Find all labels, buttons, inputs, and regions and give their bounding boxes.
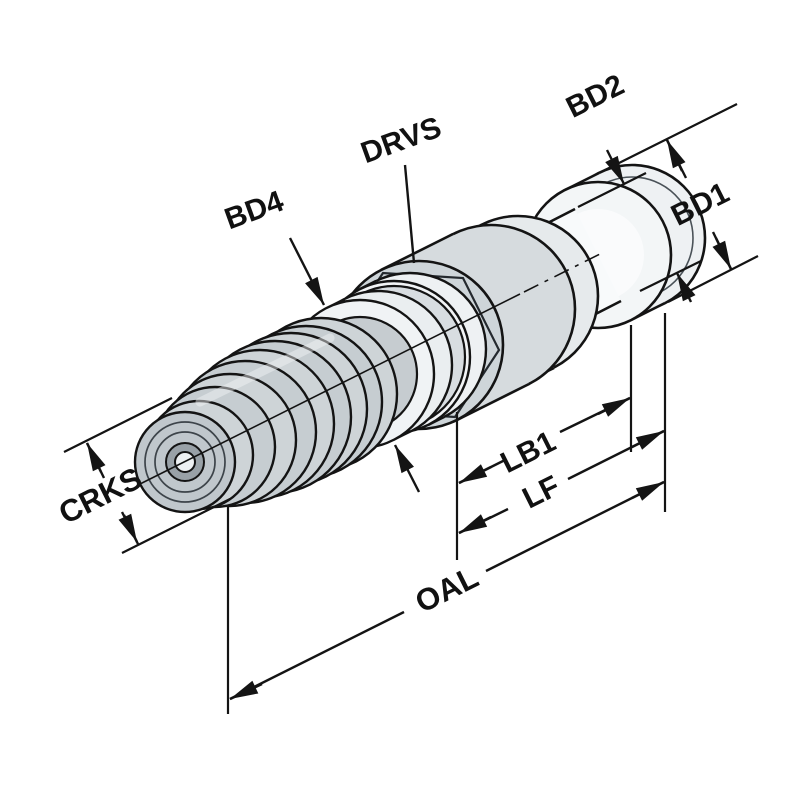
bd4-arrow-top bbox=[288, 237, 326, 306]
crks-extension-bottom bbox=[121, 498, 231, 554]
centerline bbox=[139, 253, 601, 485]
drvs-leader bbox=[403, 164, 416, 264]
bd1-extension-top bbox=[604, 103, 738, 171]
bd4-arrow-bottom bbox=[393, 444, 421, 493]
dim-oal: OAL bbox=[226, 480, 665, 714]
bd1-extension-bottom bbox=[667, 255, 759, 303]
bd2-arrow-bottom bbox=[675, 272, 696, 303]
dim-label-lf: LF bbox=[517, 470, 565, 516]
pull-stud-part bbox=[133, 163, 707, 514]
thread-highlight bbox=[195, 333, 335, 407]
dim-drvs: DRVS bbox=[357, 111, 446, 264]
dim-label-drvs: DRVS bbox=[357, 111, 446, 170]
dim-label-bd4: BD4 bbox=[220, 185, 288, 237]
bd2-arrow-top bbox=[605, 149, 626, 185]
dim-label-bd2: BD2 bbox=[561, 68, 629, 124]
bd2-extension-bottom bbox=[639, 260, 702, 292]
front-face bbox=[133, 410, 237, 514]
bd2-extension-top bbox=[577, 172, 647, 208]
crks-extension-top bbox=[63, 397, 173, 453]
dim-label-oal: OAL bbox=[410, 559, 484, 620]
